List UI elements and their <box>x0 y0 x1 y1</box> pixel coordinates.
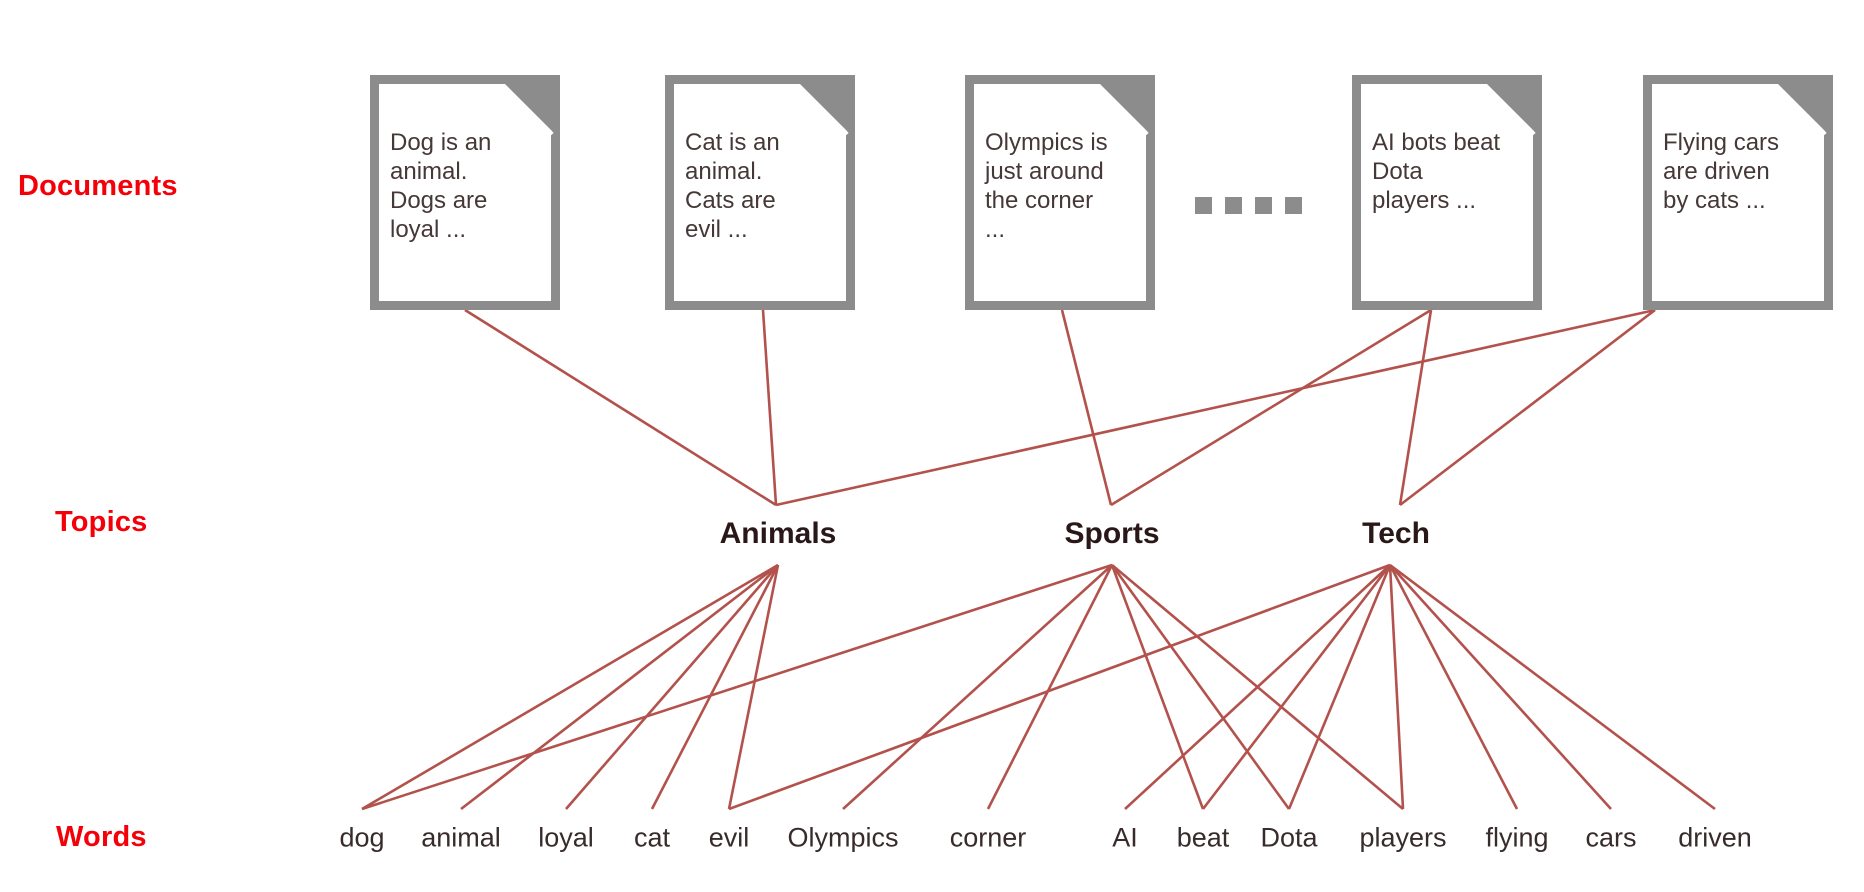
topic-label-sports: Sports <box>1064 517 1160 550</box>
edge-sports-dota <box>1110 564 1291 810</box>
word-label-dog: dog <box>339 822 385 853</box>
edge-tech-beat <box>1201 564 1392 810</box>
document-icon-doc4: AI bots beat Dota players ... <box>1352 75 1542 310</box>
word-label-olympics: Olympics <box>787 822 899 853</box>
word-label-cat: cat <box>633 822 671 853</box>
edge-tech-flying <box>1388 564 1519 810</box>
edge-tech-driven <box>1389 563 1716 811</box>
edge-doc5-tech <box>1399 308 1656 507</box>
documents-layer-label: Documents <box>18 170 178 202</box>
edge-animals-cat <box>650 564 780 810</box>
edge-tech-players <box>1388 564 1405 810</box>
word-label-players: players <box>1359 822 1447 853</box>
document-text: Flying cars are driven by cats ... <box>1663 129 1780 214</box>
edge-doc3-sports <box>1060 309 1113 506</box>
word-label-beat: beat <box>1176 822 1230 853</box>
edge-animals-loyal <box>565 564 779 810</box>
document-text: Dog is an animal. Dogs are loyal ... <box>390 129 492 243</box>
word-label-loyal: loyal <box>538 822 594 853</box>
edge-tech-ai <box>1124 564 1391 810</box>
edge-tech-evil <box>728 563 1391 811</box>
document-icon-doc1: Dog is an animal. Dogs are loyal ... <box>370 75 560 310</box>
edge-tech-cars <box>1389 564 1612 810</box>
word-label-corner: corner <box>949 822 1027 853</box>
edge-tech-dota <box>1287 564 1392 810</box>
word-label-driven: driven <box>1678 822 1752 853</box>
edge-sports-beat <box>1110 564 1205 810</box>
document-icon-doc3: Olympics is just around the corner ... <box>965 75 1155 310</box>
edge-sports-corner <box>986 564 1114 810</box>
word-label-cars: cars <box>1585 822 1637 853</box>
document-text: Olympics is just around the corner ... <box>985 129 1108 243</box>
topic-label-animals: Animals <box>719 517 837 550</box>
edge-doc5-animals <box>775 308 1656 507</box>
ellipsis-square <box>1225 197 1242 214</box>
edge-animals-dog <box>361 563 779 811</box>
ellipsis-square <box>1195 197 1212 214</box>
word-label-ai: AI <box>1112 822 1138 853</box>
ellipsis-dots <box>1195 197 1302 214</box>
document-icon-doc2: Cat is an animal. Cats are evil ... <box>665 75 855 310</box>
word-label-flying: flying <box>1485 822 1549 853</box>
folded-corner-icon <box>1487 84 1533 130</box>
folded-corner-icon <box>800 84 846 130</box>
ellipsis-square <box>1255 197 1272 214</box>
edge-sports-dog <box>361 563 1113 811</box>
word-label-evil: evil <box>708 822 750 853</box>
edge-doc2-animals <box>761 309 778 506</box>
words-layer-label: Words <box>56 821 147 853</box>
edge-animals-evil <box>727 564 780 810</box>
edge-doc4-tech <box>1398 309 1433 506</box>
folded-corner-icon <box>505 84 551 130</box>
folded-corner-icon <box>1778 84 1824 130</box>
folded-corner-icon <box>1100 84 1146 130</box>
topics-layer-label: Topics <box>55 506 148 538</box>
edge-doc4-sports <box>1110 308 1432 507</box>
document-icon-doc5: Flying cars are driven by cats ... <box>1643 75 1833 310</box>
edge-animals-animal <box>460 563 779 811</box>
topic-label-tech: Tech <box>1362 517 1430 550</box>
word-label-dota: Dota <box>1260 822 1318 853</box>
document-text: AI bots beat Dota players ... <box>1372 129 1501 214</box>
word-label-animal: animal <box>421 822 501 853</box>
document-text: Cat is an animal. Cats are evil ... <box>685 129 780 243</box>
edge-sports-olympics <box>842 564 1113 810</box>
edge-doc1-animals <box>464 308 777 507</box>
ellipsis-square <box>1285 197 1302 214</box>
